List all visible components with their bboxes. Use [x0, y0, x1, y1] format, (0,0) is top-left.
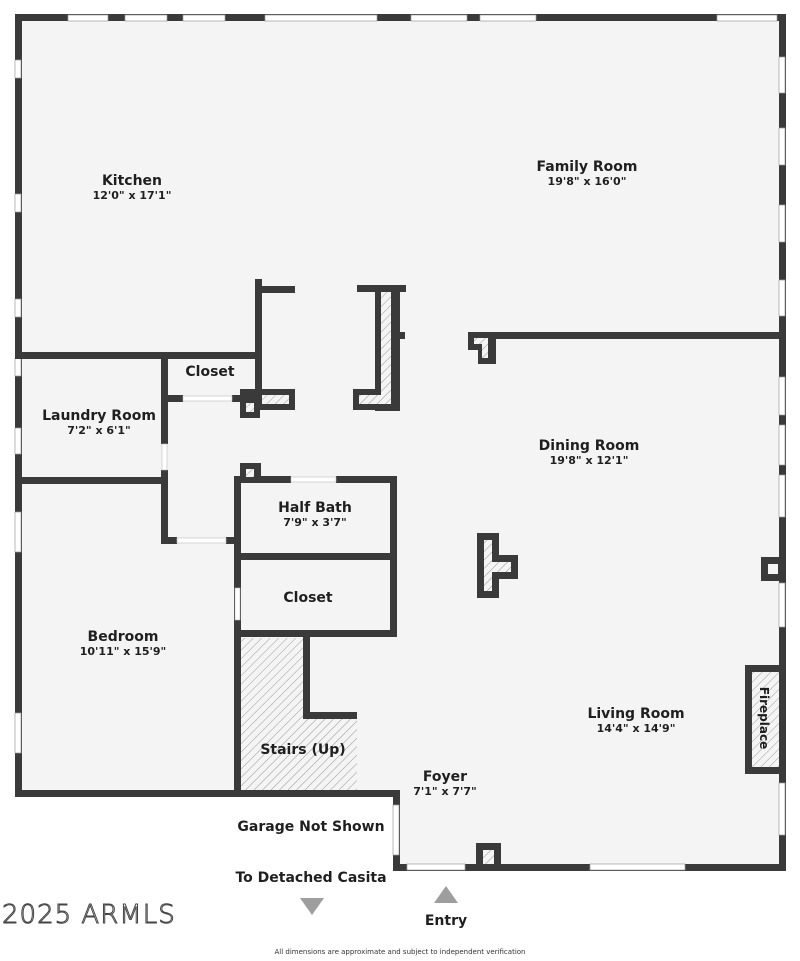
room-name: Living Room [587, 706, 685, 722]
room-label-living-room: Living Room 14'4" x 14'9" [587, 706, 684, 736]
room-dimensions: 10'11" x 15'9" [79, 645, 167, 658]
entry-note: Entry [424, 913, 468, 929]
floor-area [15, 15, 785, 870]
room-dimensions: 7'1" x 7'7" [413, 785, 477, 798]
arrow-up-icon [434, 886, 458, 903]
room-label-kitchen: Kitchen 12'0" x 17'1" [93, 173, 172, 203]
room-name: Closet [185, 364, 235, 380]
windows-bottom [392, 804, 686, 871]
room-label-family-room: Family Room 19'8" x 16'0" [537, 159, 638, 189]
interior-walls [15, 279, 785, 790]
room-name: Laundry Room [42, 408, 156, 424]
room-name: Family Room [536, 159, 638, 175]
windows-top [67, 14, 778, 22]
room-label-closet-upper: Closet [185, 364, 234, 380]
windows-left [14, 59, 22, 754]
room-dimensions: 14'4" x 14'9" [596, 722, 676, 735]
room-label-closet-lower: Closet [283, 590, 332, 606]
room-dimensions: 19'8" x 16'0" [547, 175, 627, 188]
room-name: Half Bath [278, 500, 352, 516]
room-name: Foyer [422, 769, 468, 785]
room-name: Bedroom [87, 629, 159, 645]
room-label-stairs: Stairs (Up) [260, 742, 345, 758]
structural-columns [240, 285, 785, 870]
interior-openings [161, 395, 337, 621]
room-dimensions: 12'0" x 17'1" [92, 189, 172, 202]
room-dimensions: 7'2" x 6'1" [67, 424, 131, 437]
arrow-down-icon [300, 898, 324, 915]
room-name: Closet [283, 590, 333, 606]
fireplace-label: Fireplace [757, 686, 771, 750]
stairs-hatch [240, 638, 357, 790]
room-label-dining-room: Dining Room 19'8" x 12'1" [539, 438, 640, 468]
room-label-foyer: Foyer 7'1" x 7'7" [413, 769, 477, 799]
windows-right [778, 56, 786, 836]
room-name: Dining Room [538, 438, 640, 454]
casita-note: To Detached Casita [235, 870, 387, 886]
room-name: Kitchen [101, 173, 163, 189]
room-name: Stairs (Up) [260, 742, 346, 758]
room-dimensions: 19'8" x 12'1" [549, 454, 629, 467]
room-label-bedroom: Bedroom 10'11" x 15'9" [80, 629, 167, 659]
room-dimensions: 7'9" x 3'7" [283, 516, 347, 529]
garage-note: Garage Not Shown [237, 819, 385, 835]
disclaimer: All dimensions are approximate and subje… [274, 948, 526, 956]
room-label-half-bath: Half Bath 7'9" x 3'7" [278, 500, 352, 530]
room-label-laundry-room: Laundry Room 7'2" x 6'1" [42, 408, 156, 438]
watermark: 2025 ARMLS [2, 900, 176, 931]
